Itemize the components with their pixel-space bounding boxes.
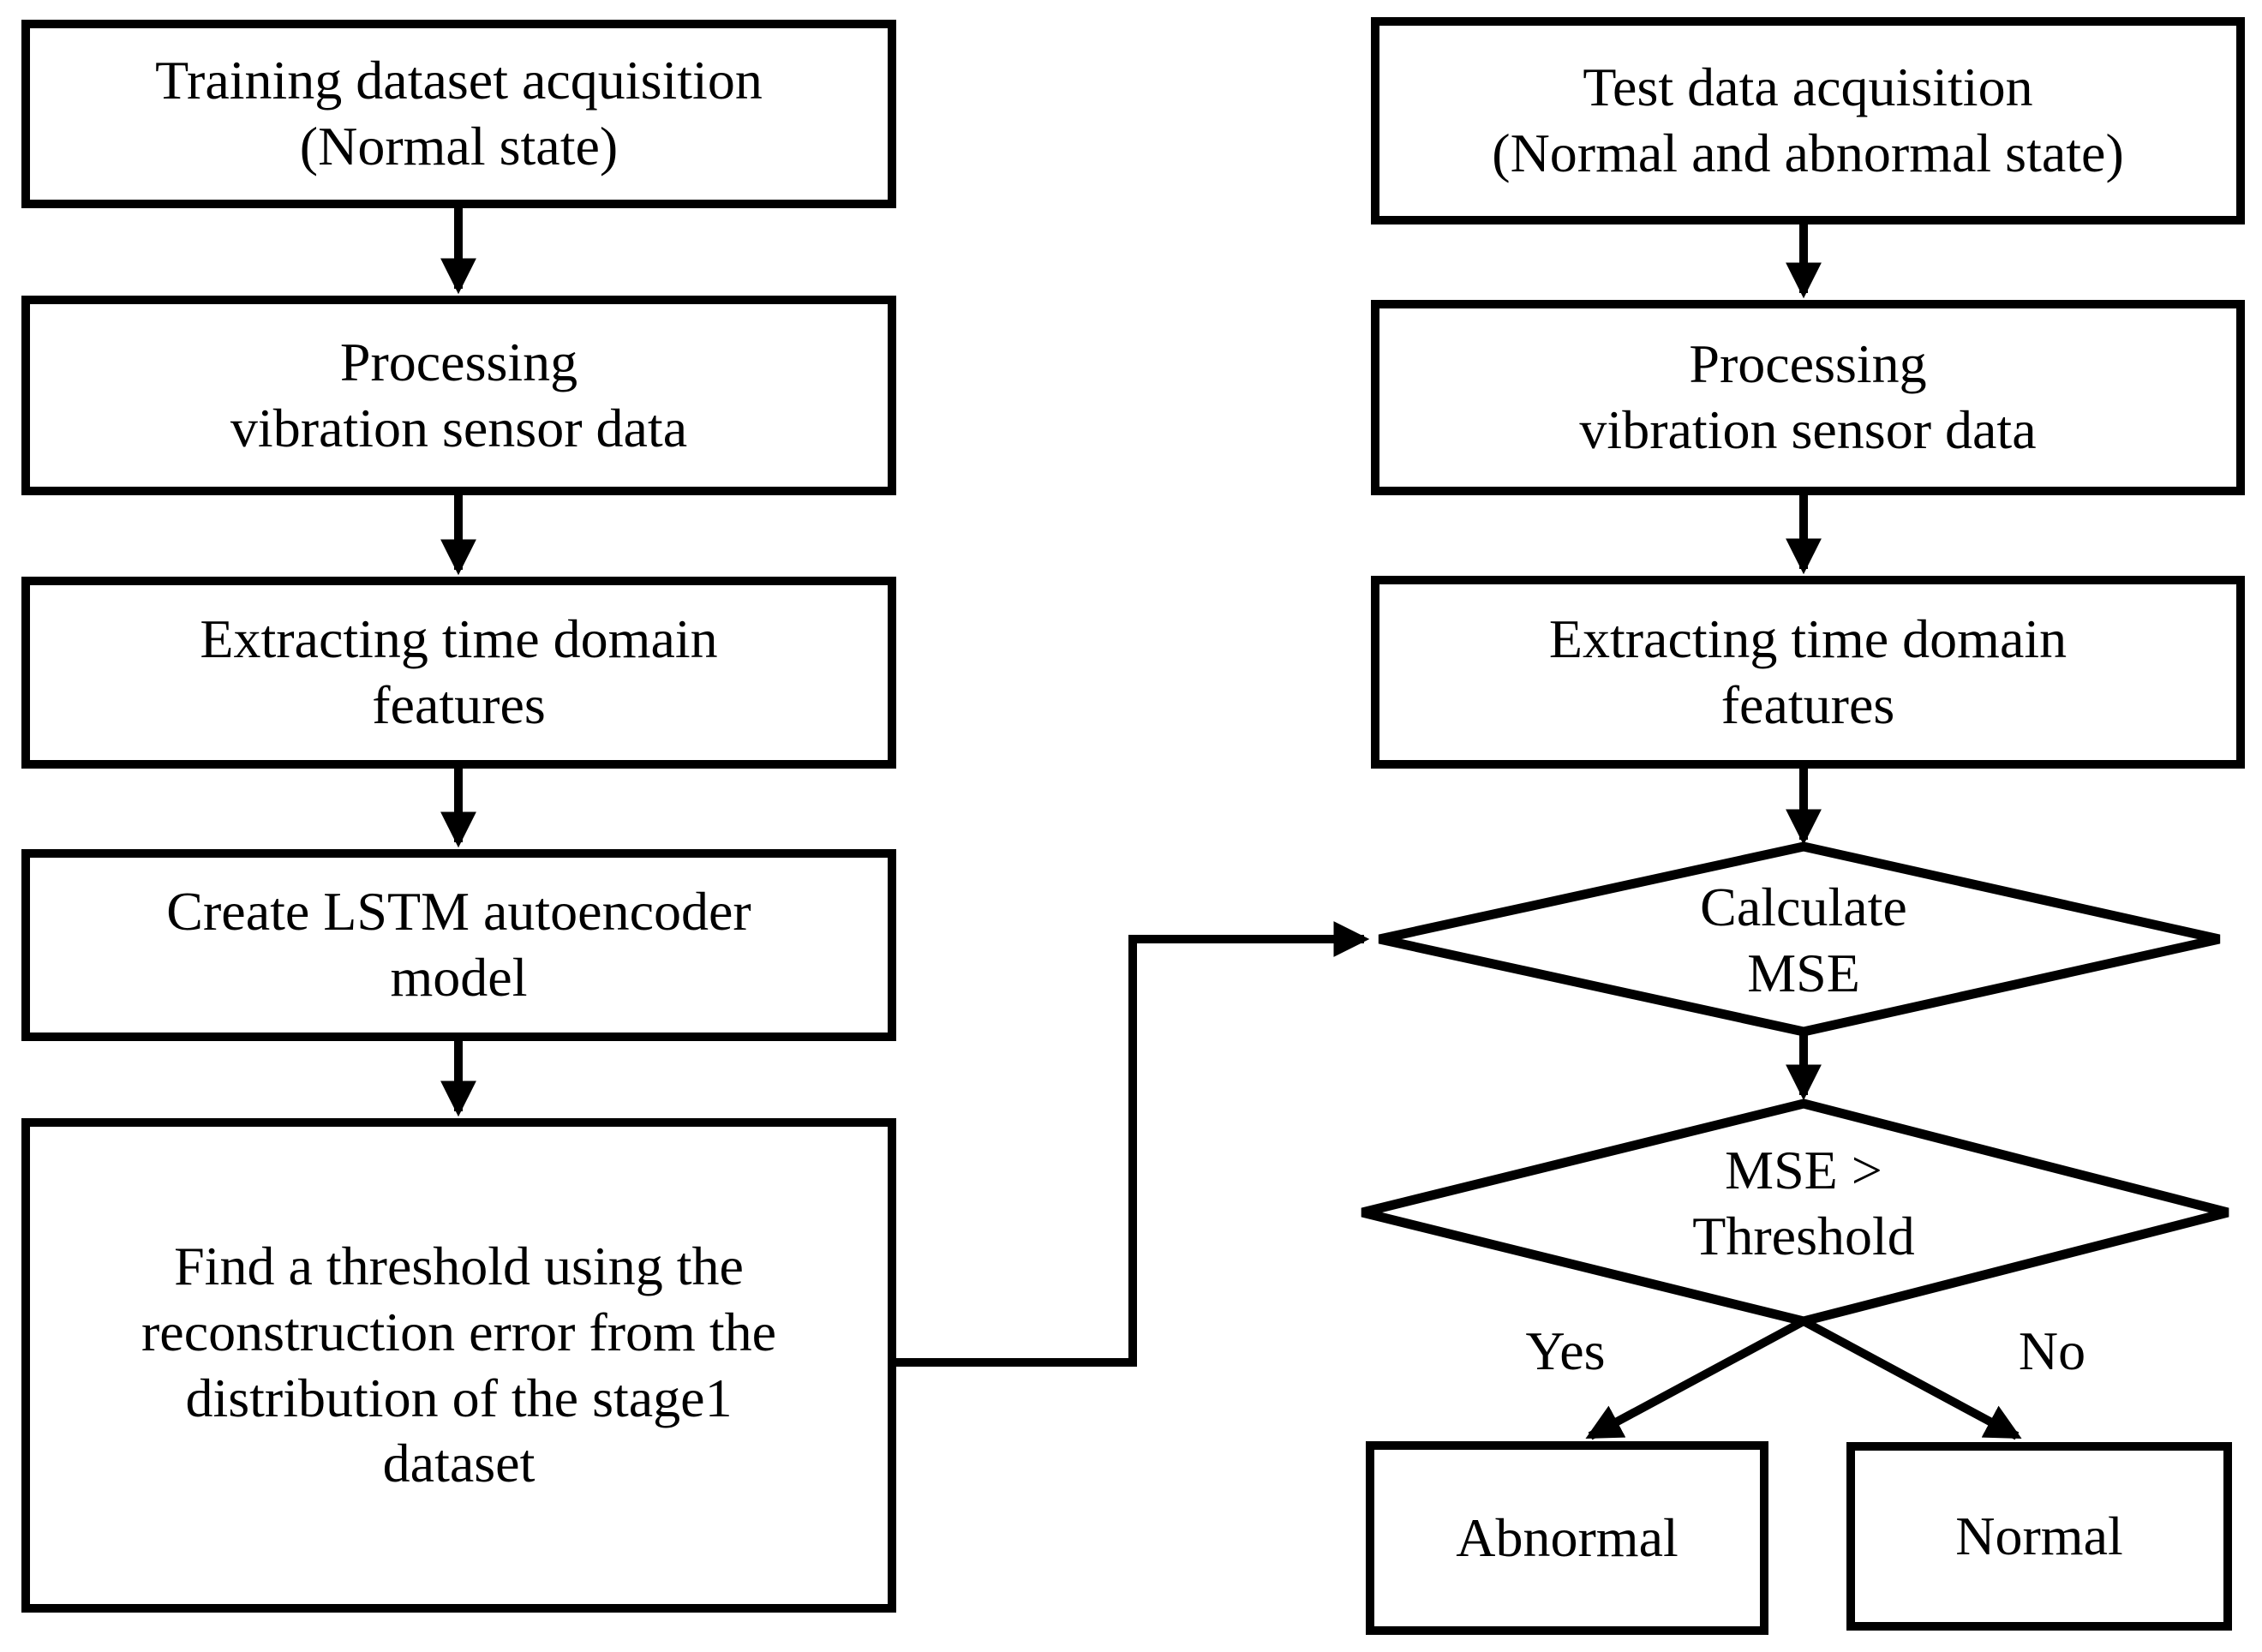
node-test-extract-time-features: Extracting time domain features [1371, 576, 2245, 769]
node-test-processing-vibration-data: Processing vibration sensor data [1371, 300, 2245, 495]
node-training-processing-vibration-data: Processing vibration sensor data [21, 296, 896, 495]
node-outcome-abnormal: Abnormal [1366, 1441, 1768, 1635]
node-create-lstm-autoencoder: Create LSTM autoencoder model [21, 849, 896, 1041]
node-find-threshold: Find a threshold using the reconstructio… [21, 1118, 896, 1613]
branch-label-yes: Yes [1525, 1320, 1606, 1381]
arrow-branch-no [1801, 1317, 2022, 1440]
branch-label-no: No [2018, 1320, 2086, 1381]
connector-threshold-to-calc-mse [896, 921, 1370, 1367]
decision-mse-threshold-shape [1361, 1098, 2229, 1326]
node-outcome-normal: Normal [1846, 1442, 2232, 1631]
node-training-dataset-acquisition: Training dataset acquisition (Normal sta… [21, 20, 896, 208]
decision-mse-threshold-label: MSE > Threshold [1692, 1140, 1915, 1266]
arrow-branch-yes [1585, 1317, 1806, 1440]
decision-calculate-mse-shape [1378, 841, 2221, 1037]
decision-calculate-mse-label: Calculate MSE [1700, 877, 1907, 1003]
node-training-extract-time-features: Extracting time domain features [21, 577, 896, 769]
node-test-data-acquisition: Test data acquisition (Normal and abnorm… [1371, 17, 2245, 224]
